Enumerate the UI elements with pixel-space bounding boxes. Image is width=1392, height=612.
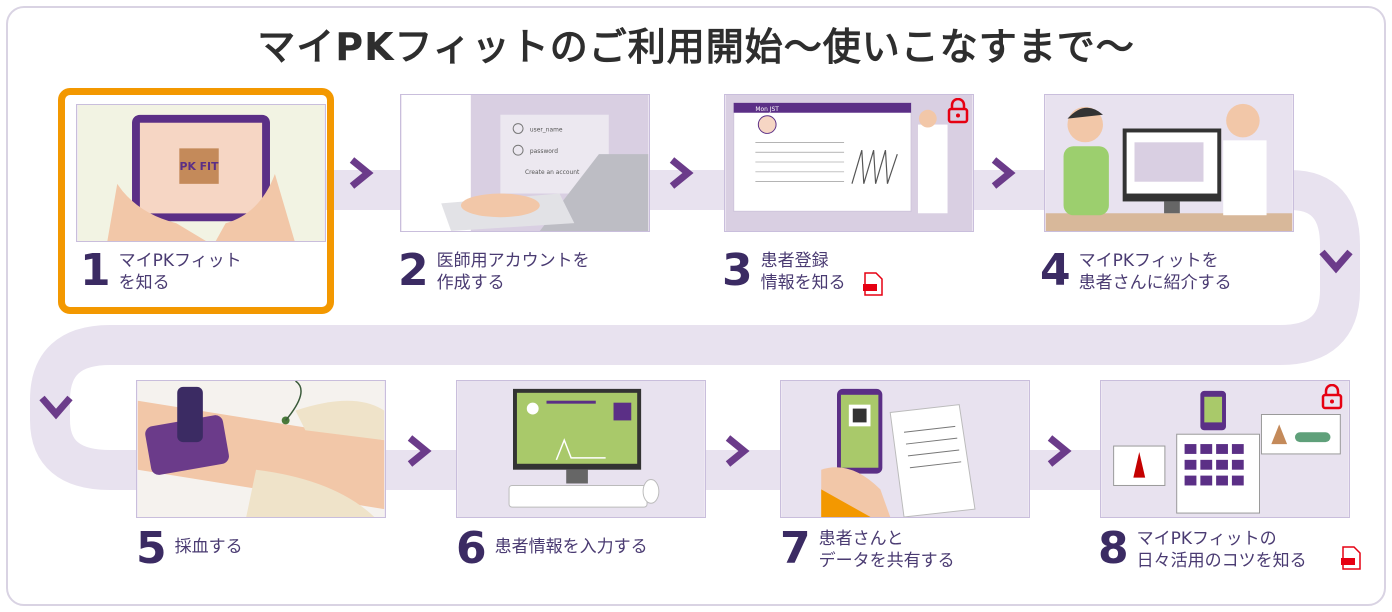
step-2-field-password: password: [530, 149, 558, 155]
step-6-image[interactable]: [456, 380, 706, 518]
step-1-highlight: [58, 88, 334, 314]
chevron-right-icon: [669, 157, 694, 189]
step-text: 患者情報を入力する: [494, 537, 648, 557]
pdf-icon[interactable]: [862, 272, 884, 296]
chevron-down-icon: [1319, 249, 1353, 274]
pdf-icon[interactable]: [1340, 546, 1362, 570]
chevron-down-icon: [39, 395, 73, 420]
step-3-label[interactable]: 3 患者登録情報を知る: [722, 248, 846, 294]
step-text: マイPKフィット: [118, 251, 242, 271]
step-number: 1: [80, 245, 111, 296]
step-number: 5: [136, 523, 167, 574]
step-number: 3: [722, 245, 753, 296]
step-text: 患者さんと: [818, 529, 904, 549]
chevron-right-icon: [725, 435, 750, 467]
step-8-label[interactable]: 8 マイPKフィットの日々活用のコツを知る: [1098, 526, 1307, 572]
step-number: 6: [456, 523, 487, 574]
step-7-label[interactable]: 7 患者さんとデータを共有する: [780, 526, 955, 572]
step-8-image[interactable]: [1100, 380, 1350, 518]
chevron-right-icon: [349, 157, 374, 189]
step-2-label[interactable]: 2 医師用アカウントを作成する: [398, 248, 590, 294]
step-number: 7: [780, 523, 811, 574]
step-2-create-button: Create an account: [525, 170, 580, 176]
step-6-label[interactable]: 6 患者情報を入力する: [456, 526, 648, 572]
step-number: 8: [1098, 523, 1129, 574]
step-2-field-user: user_name: [530, 127, 563, 133]
step-text: マイPKフィットを: [1078, 251, 1219, 271]
step-4-image[interactable]: [1044, 94, 1294, 232]
step-text: 作成する: [436, 273, 505, 293]
step-text: 日々活用のコツを知る: [1136, 551, 1307, 571]
step-text: 医師用アカウントを: [436, 251, 590, 271]
step-number: 4: [1040, 245, 1071, 296]
step-5-image[interactable]: [136, 380, 386, 518]
step-text: を知る: [118, 273, 170, 293]
step-7-image[interactable]: [780, 380, 1030, 518]
step-text: データを共有する: [818, 551, 955, 571]
step-3-screen-header: Mon JST: [755, 107, 779, 113]
step-1-label[interactable]: 1 マイPKフィットを知る: [80, 248, 242, 294]
step-5-label[interactable]: 5 採血する: [136, 526, 243, 572]
step-text: 患者登録: [760, 251, 829, 271]
step-2-image[interactable]: user_name password Create an account: [400, 94, 650, 232]
step-1-image[interactable]: PK FIT: [76, 104, 326, 242]
lock-icon: [947, 98, 969, 124]
chevron-right-icon: [991, 157, 1016, 189]
step-text: 採血する: [174, 537, 243, 557]
step-text: 情報を知る: [760, 273, 846, 293]
step-number: 2: [398, 245, 429, 296]
step-text: 患者さんに紹介する: [1078, 273, 1232, 293]
step-1-logo: PK FIT: [180, 160, 220, 173]
chevron-right-icon: [1047, 435, 1072, 467]
step-3-image[interactable]: Mon JST: [724, 94, 974, 232]
step-text: マイPKフィットの: [1136, 529, 1277, 549]
chevron-right-icon: [407, 435, 432, 467]
lock-icon: [1321, 384, 1343, 410]
step-4-label[interactable]: 4 マイPKフィットを患者さんに紹介する: [1040, 248, 1232, 294]
page-title: マイPKフィットのご利用開始〜使いこなすまで〜: [257, 25, 1135, 69]
